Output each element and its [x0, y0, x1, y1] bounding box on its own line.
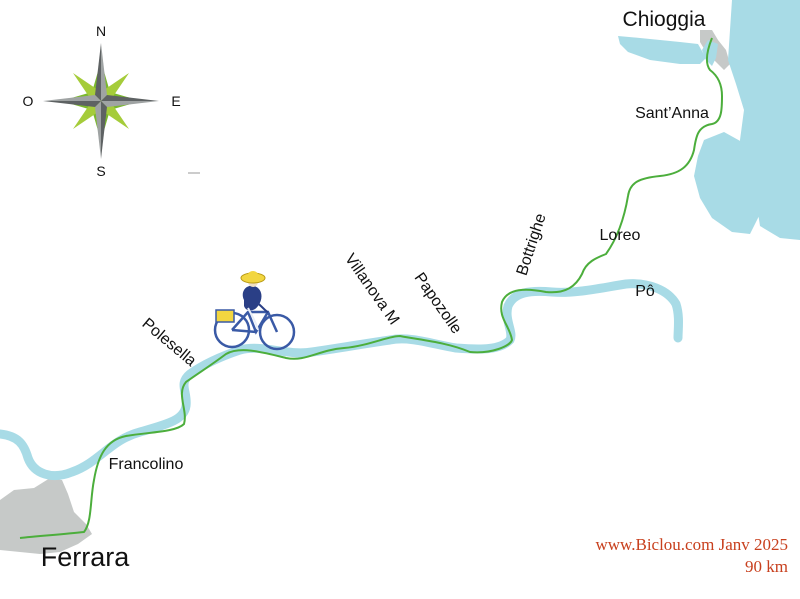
lake-water [694, 132, 760, 234]
town-label-francolino: Francolino [109, 456, 184, 473]
town-label-papozolle: Papozolle [411, 270, 465, 337]
compass-east-label: E [171, 93, 180, 109]
town-label-sant-anna: Sant’Anna [635, 105, 709, 122]
credit-site: www.Biclou.com Janv 2025 [596, 535, 789, 554]
town-label-loreo: Loreo [600, 227, 641, 244]
town-label-polesella: Polesella [139, 315, 200, 370]
credit-distance: 90 km [745, 557, 788, 576]
town-label-bottrighe: Bottrighe [514, 211, 550, 277]
town-label-villanova: Villanova M [341, 251, 402, 328]
lagoon-water [618, 36, 706, 64]
compass-north-label: N [96, 23, 106, 39]
town-label-chioggia: Chioggia [623, 8, 706, 31]
sea-water [728, 0, 800, 240]
compass-west-label: O [23, 93, 34, 109]
po-river [0, 279, 683, 480]
ferrara-city-area [0, 478, 92, 554]
cyclist-icon [213, 271, 296, 351]
cycle-route [19, 37, 723, 539]
compass-south-label: S [96, 163, 105, 179]
compass-rose-icon [43, 43, 159, 159]
river-label-po: Pô [635, 283, 655, 300]
town-label-ferrara: Ferrara [41, 542, 130, 572]
